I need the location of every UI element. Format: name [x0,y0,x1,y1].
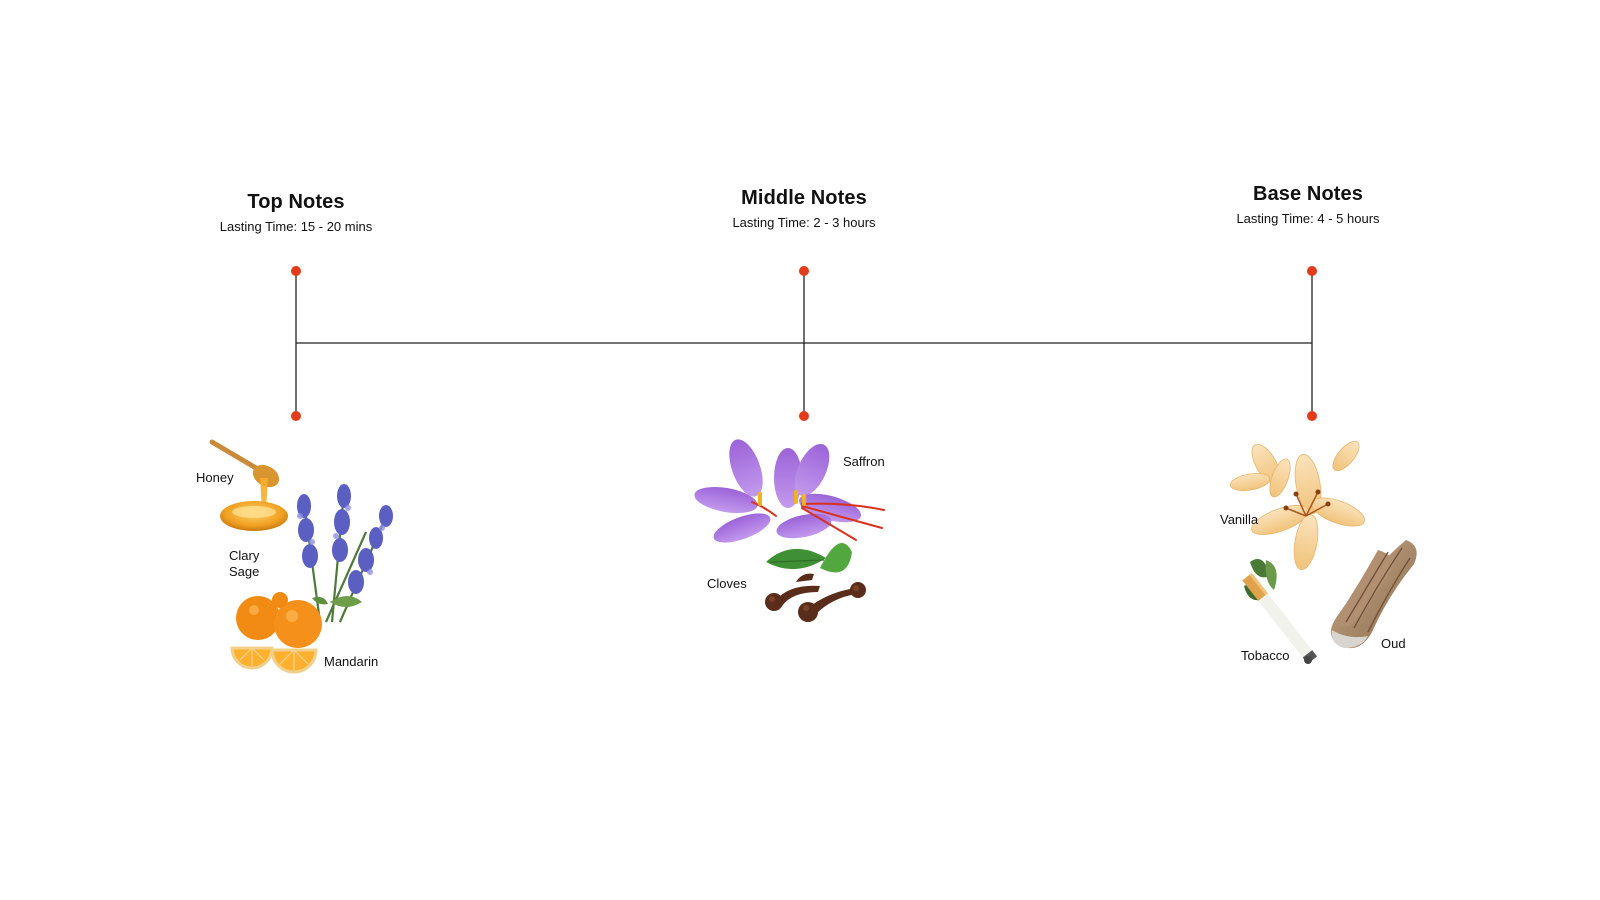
base-notes-lower-dot [1307,411,1317,421]
middle-notes-title: Middle Notes [741,187,867,209]
base-notes-title: Base Notes [1253,183,1363,205]
top-notes-lower-dot [291,411,301,421]
middle-notes-lower-dot [799,411,809,421]
driftwood-icon [1330,540,1417,649]
crocus-flower-icon [694,439,885,543]
base-notes-upper-dot [1307,266,1317,276]
ingredient-tobacco: Tobacco [1241,648,1290,663]
middle-notes-upper-dot [799,266,809,276]
top-notes-title: Top Notes [247,191,345,213]
ingredient-clary-sage: Clary Sage [229,548,260,579]
middle-notes-lasting-time: Lasting Time: 2 - 3 hours [732,215,876,230]
top-notes-header: Top Notes Lasting Time: 15 - 20 mins [166,190,426,235]
ingredient-saffron: Saffron [843,454,885,469]
top-notes-upper-dot [291,266,301,276]
ingredient-honey: Honey [196,470,234,485]
honey-dipper-icon [209,439,288,531]
cigarette-icon [1242,559,1318,664]
ingredient-vanilla: Vanilla [1220,512,1259,527]
lily-flower-icon [1229,440,1365,571]
ingredient-cloves: Cloves [707,576,747,591]
base-notes-lasting-time: Lasting Time: 4 - 5 hours [1236,211,1380,226]
clove-buds-icon [765,543,866,622]
top-notes-lasting-time: Lasting Time: 15 - 20 mins [219,219,373,234]
ingredient-oud: Oud [1381,636,1406,651]
middle-notes-header: Middle Notes Lasting Time: 2 - 3 hours [674,186,934,231]
base-notes-header: Base Notes Lasting Time: 4 - 5 hours [1178,182,1438,227]
orange-slices-icon [230,592,328,674]
ingredient-mandarin: Mandarin [324,654,379,669]
